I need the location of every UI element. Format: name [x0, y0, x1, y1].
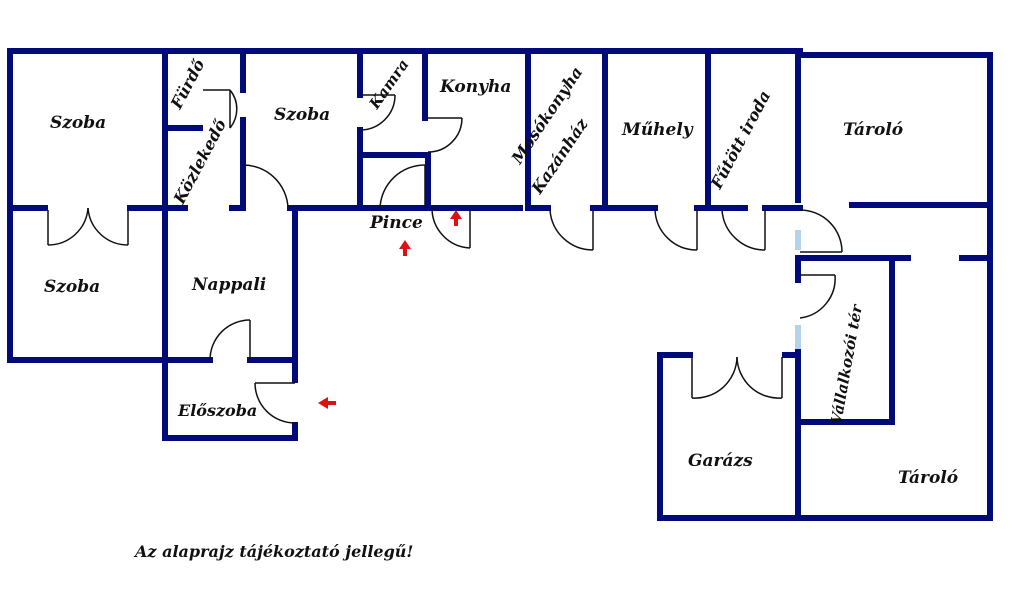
room-label-tarolo: Tároló	[898, 468, 958, 488]
room-label-muhely: Műhely	[621, 120, 694, 140]
doors	[47, 89, 843, 424]
disclaimer-note: Az alaprajz tájékoztató jellegű!	[133, 542, 413, 561]
room-label-garazs: Garázs	[688, 451, 753, 471]
entrance-arrows	[318, 210, 462, 409]
entrance-arrow-icon	[450, 210, 462, 226]
room-label-szoba: Szoba	[274, 105, 330, 125]
walls	[7, 48, 993, 521]
room-label-kamra: Kamra	[365, 56, 413, 113]
room-label-pince: Pince	[369, 213, 423, 233]
room-label-konyha: Konyha	[439, 77, 511, 97]
room-label-szoba: Szoba	[50, 113, 106, 133]
room-label-nappali: Nappali	[191, 275, 266, 295]
entrance-arrow-icon	[318, 397, 336, 409]
room-label-vallalkozoi-ter: Vállalkozói tér	[827, 302, 866, 425]
room-label-eloszoba: Előszoba	[177, 401, 257, 420]
entrance-arrow-icon	[399, 240, 411, 256]
room-label-furdo: Fürdő	[166, 56, 208, 113]
room-label-szoba: Szoba	[44, 277, 100, 297]
room-label-tarolo: Tároló	[843, 120, 903, 140]
room-label-futott-iroda: Fűtött iroda	[706, 87, 774, 192]
